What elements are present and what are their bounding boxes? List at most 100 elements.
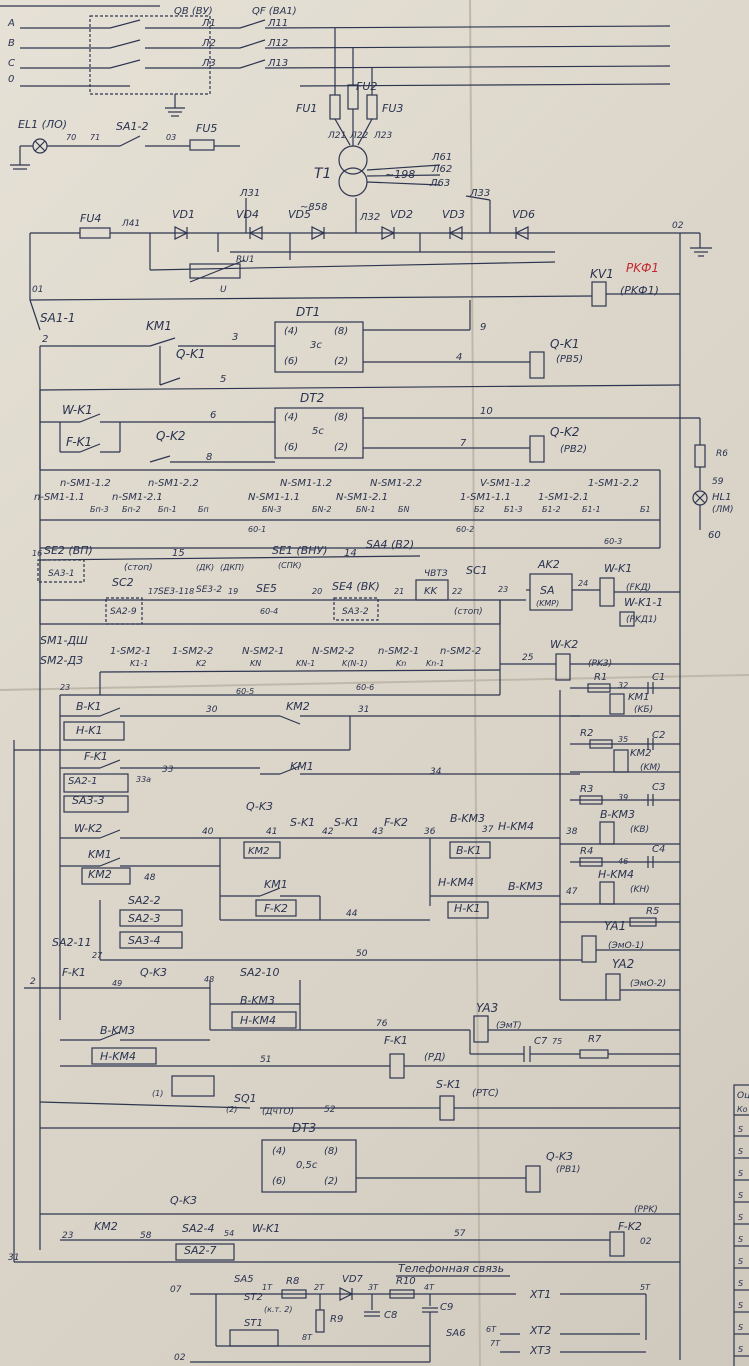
qb-label: QB (BУ)	[174, 6, 213, 17]
ph-2t: 2Т	[314, 1283, 325, 1292]
node-7: 7	[460, 438, 467, 449]
m-bkm3c: B-KM3	[240, 994, 275, 1007]
m-node-42: 42	[322, 827, 334, 837]
dkp-label: (ДКП)	[220, 563, 244, 572]
l-node-52: 52	[324, 1105, 336, 1115]
l-qk3-coil: Q-K3	[546, 1150, 573, 1163]
dt1-p2: (2)	[334, 356, 348, 367]
fkd-label: (FKД)	[626, 583, 651, 593]
m-sk1b: S-K1	[334, 816, 359, 829]
hkm4-coil-label: H-KM4	[598, 868, 634, 881]
m-km2: KM2	[286, 700, 310, 713]
dt3-p6: (6)	[272, 1176, 286, 1187]
se1-label: SE1 (BHУ)	[272, 544, 328, 557]
transformer-t1: T1 ~198 Л61 Л62 Л63 ~858	[300, 145, 452, 213]
kv1-sub: (PKФ1)	[620, 284, 659, 297]
l63-label: Л63	[429, 178, 450, 189]
table-header-2: Ко	[737, 1105, 748, 1114]
table-row-label: S	[738, 1147, 743, 1156]
ph-c8: C8	[384, 1310, 397, 1321]
c-bp3: Бп-3	[90, 505, 109, 514]
dt3-p8: (8)	[324, 1146, 338, 1157]
l-bkm3: B-KM3	[100, 1024, 135, 1037]
l31-label: Л31	[239, 188, 260, 199]
ph-sa5: SA5	[234, 1274, 254, 1285]
l-node-54: 54	[224, 1229, 234, 1238]
sa1-1-label: SA1-1	[40, 311, 75, 325]
v198-label: ~198	[385, 168, 415, 181]
table-row-label: S	[738, 1279, 743, 1288]
c-kn1: KN-1	[296, 659, 315, 668]
node-5: 5	[220, 374, 226, 385]
circuit-row-dt1: SA1-1 2 KM1 3 Q-K1 5 DT1 (4) (8) 3c (6) …	[29, 299, 681, 391]
m-km2b: KM2	[248, 846, 270, 857]
ya3-label: YA3	[476, 1001, 498, 1015]
sc2-label: SC2	[112, 576, 134, 589]
l-sk1: S-K1	[436, 1078, 461, 1091]
dt2-p6: (6)	[284, 442, 298, 453]
t1-label: T1	[314, 166, 331, 182]
r6-label: R6	[716, 449, 728, 459]
c-b12: Б1-2	[542, 505, 561, 514]
l-n1: (1)	[152, 1089, 163, 1098]
node-3: 3	[232, 332, 238, 343]
dt2-time: 5c	[312, 426, 324, 437]
sm-label2-6: 1-SM1-2.1	[538, 492, 589, 503]
m-sa2-11: SA2-11	[52, 936, 91, 949]
l-rtc: (PTC)	[472, 1088, 499, 1099]
c3-label: C3	[652, 782, 665, 793]
c-bn: БN	[398, 505, 409, 514]
telephone-section: Телефонная связь 07 SA5 1Т R8 2Т VD7 3Т …	[170, 1262, 651, 1363]
fu1-label: FU1	[296, 102, 317, 115]
node-60-5: 60-5	[236, 687, 254, 696]
node-15: 15	[172, 548, 185, 559]
dt1-p6: (6)	[284, 356, 298, 367]
dt2-p2: (2)	[334, 442, 348, 453]
node-01: 01	[32, 285, 43, 295]
sm-label2-1: n-SM1-1.1	[34, 492, 85, 503]
l-prk: (PPK)	[634, 1205, 658, 1215]
table-row-label: S	[738, 1301, 743, 1310]
node-39: 39	[618, 793, 628, 802]
km1-label: KM1	[146, 319, 172, 333]
vd6-label: VD6	[512, 208, 535, 221]
lamp-el1-circuit: EL1 (ЛО) 70 71 SA1-2 03 FU5	[10, 118, 240, 170]
v858-label: ~858	[300, 202, 327, 213]
se3-2-label: SE3-2	[196, 585, 222, 595]
busbar-section: QB (BУ) QF (BA1) A B C 0 Л1 Л2 Л3 Л11 Л1…	[0, 5, 671, 117]
m-node-33: 33	[162, 765, 174, 775]
ph-r9: R9	[330, 1314, 343, 1325]
node-35: 35	[618, 735, 628, 744]
l32-label: Л32	[359, 212, 380, 223]
line-l2: Л2	[201, 38, 216, 49]
vd1-label: VD1	[172, 208, 195, 221]
node-9: 9	[480, 322, 486, 333]
ru1-label: RU1	[236, 255, 255, 265]
table-row-label: S	[738, 1323, 743, 1332]
m-bkm3: B-KM3	[450, 812, 485, 825]
l-sa2-7: SA2-7	[184, 1244, 216, 1257]
m-node-76: 76	[376, 1019, 388, 1029]
m-fk1b: F-K1	[62, 966, 86, 979]
m-fk1: F-K1	[84, 750, 108, 763]
m-node-48b: 48	[204, 975, 214, 984]
dt3-p2: (2)	[324, 1176, 338, 1187]
c7-label: C7	[534, 1036, 548, 1047]
c2-label: C2	[652, 730, 665, 741]
phase-0: 0	[8, 74, 14, 85]
node-02: 02	[672, 221, 684, 231]
node-2: 2	[42, 334, 48, 345]
node-10: 10	[480, 406, 493, 417]
l22-label: Л22	[349, 131, 368, 141]
phase-a: A	[7, 18, 15, 29]
ph-7t: 7Т	[490, 1339, 501, 1348]
spk-label: (СПК)	[278, 561, 302, 570]
m-fk2b: F-K2	[264, 902, 288, 915]
wk1-1-label: W-K1-1	[624, 596, 663, 609]
c4-label: C4	[652, 844, 665, 855]
r7-label: R7	[588, 1034, 602, 1045]
se3-1-label: SE3-1	[158, 587, 184, 597]
l-node-58: 58	[140, 1231, 152, 1241]
